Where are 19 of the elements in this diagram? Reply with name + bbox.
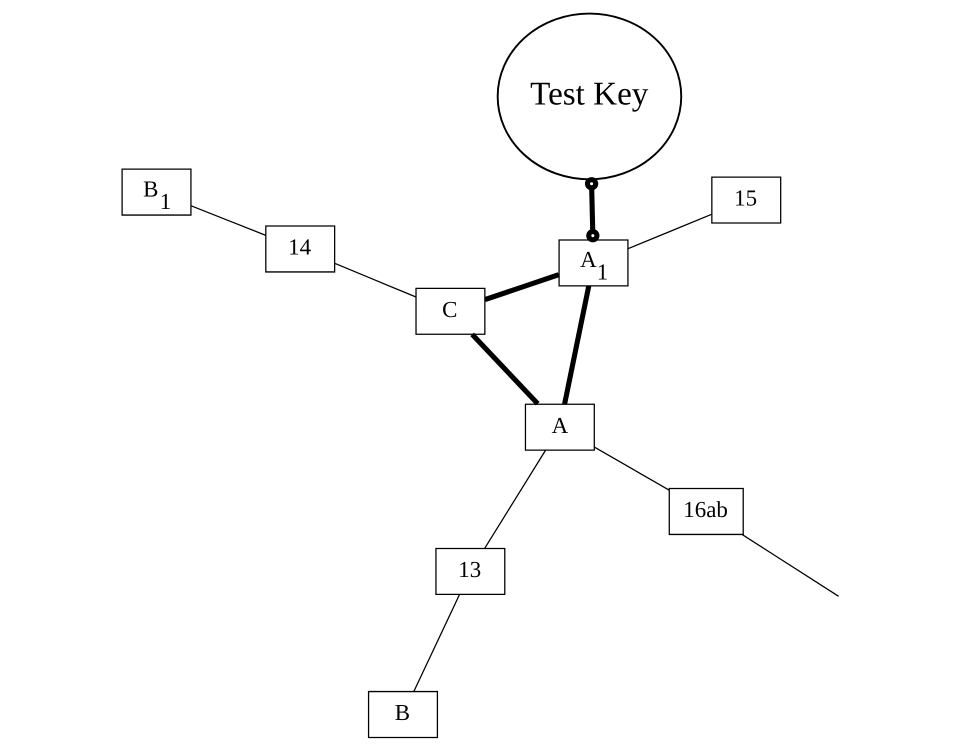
connector bbox=[594, 446, 670, 491]
node-circle: Test Key bbox=[496, 12, 682, 180]
node-box: 14 bbox=[264, 225, 335, 273]
connector bbox=[484, 450, 546, 549]
connector bbox=[584, 177, 599, 242]
connector bbox=[627, 214, 712, 250]
node-box: 15 bbox=[710, 176, 781, 224]
node-box: A bbox=[524, 404, 594, 451]
connector bbox=[562, 285, 591, 405]
node-box: C bbox=[414, 288, 485, 335]
connector bbox=[412, 594, 460, 692]
connector bbox=[334, 262, 416, 298]
connector bbox=[741, 534, 838, 597]
connector bbox=[484, 272, 560, 302]
node-box: 16ab bbox=[668, 488, 744, 536]
connector bbox=[190, 205, 266, 236]
node-box: B bbox=[367, 690, 438, 738]
connector bbox=[470, 332, 540, 406]
node-box: 13 bbox=[434, 548, 505, 596]
